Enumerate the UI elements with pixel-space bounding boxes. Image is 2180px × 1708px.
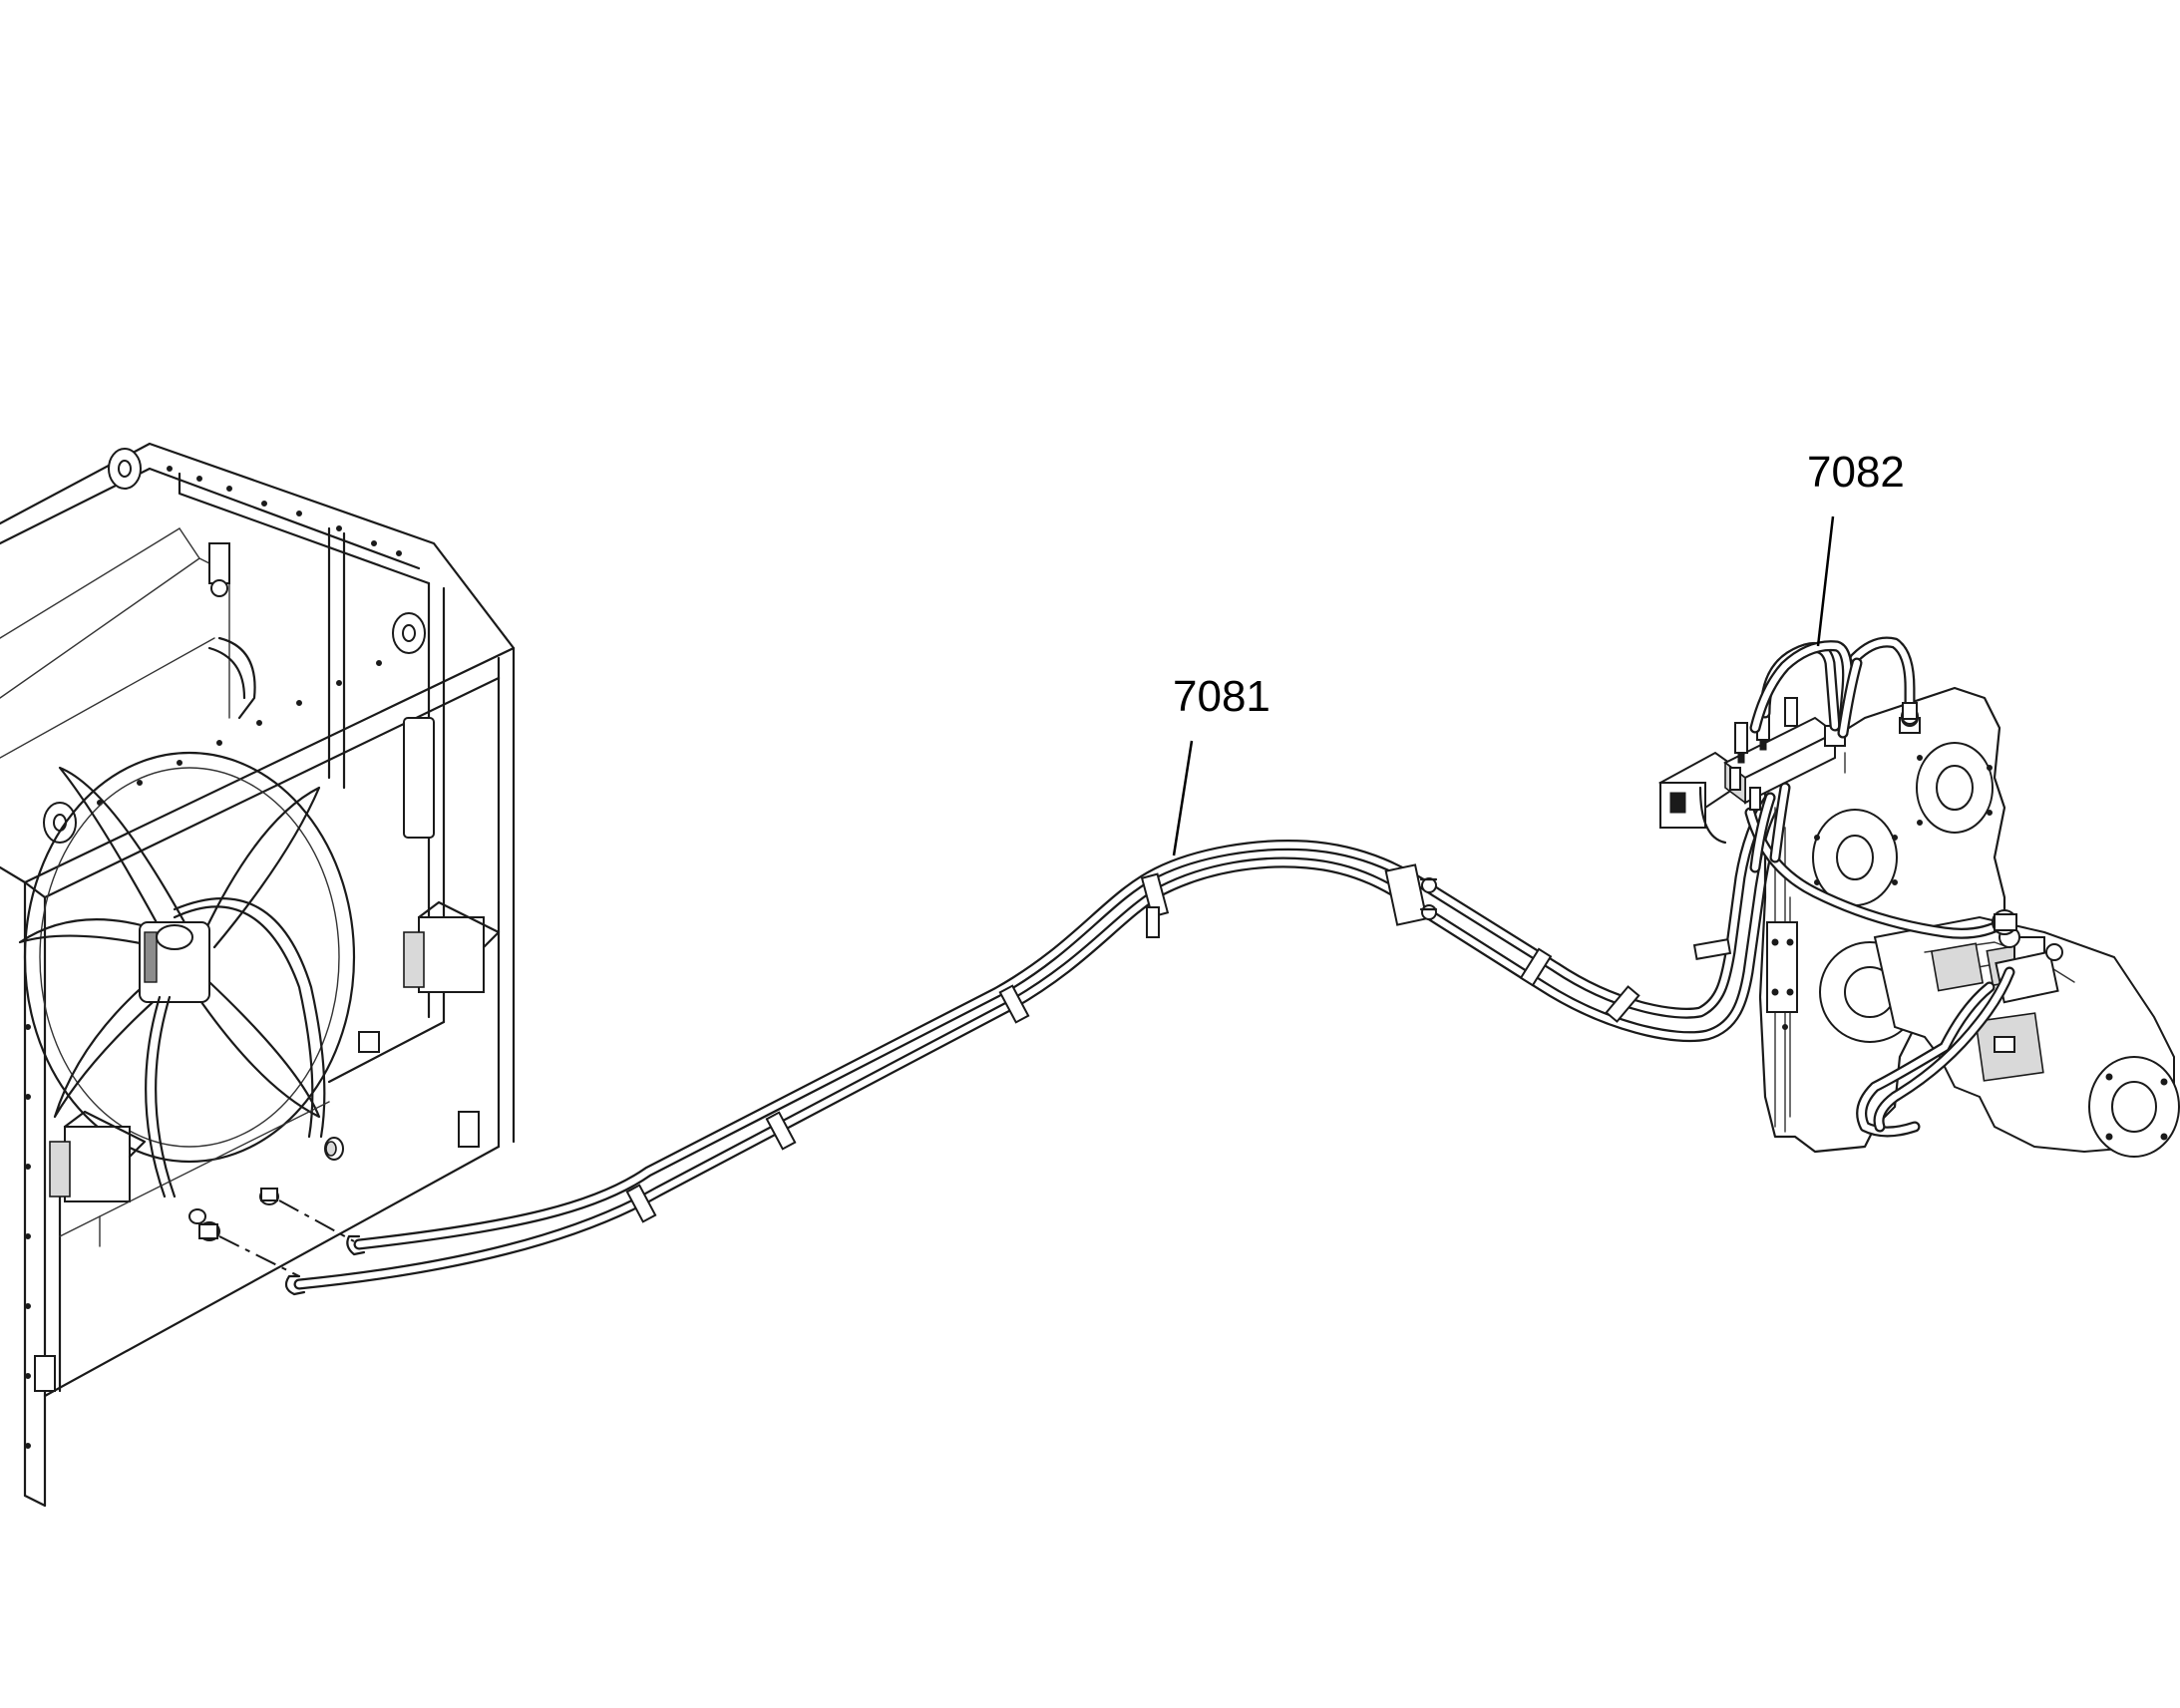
hose-clamp-5 — [1519, 947, 1553, 987]
center-line-upper — [278, 1199, 355, 1242]
callout-7082: 7082 — [1807, 448, 1905, 647]
gearbox-pump-assembly — [1744, 686, 2180, 1158]
hose-clamp-7 — [1692, 937, 1732, 961]
upper-bracket — [208, 542, 230, 584]
sensor-box-left — [64, 1126, 131, 1202]
cooler-frame-assembly — [0, 442, 516, 1508]
hose-assembly-7082 — [1657, 636, 1919, 873]
mount-block-2 — [34, 1355, 56, 1392]
cooler-port-fittings — [188, 1137, 355, 1277]
leader-line-7081 — [1172, 740, 1194, 856]
part-label-7081: 7081 — [1173, 672, 1271, 721]
mount-block-1 — [458, 1111, 480, 1148]
port-fitting-lower — [188, 1208, 206, 1224]
sensor-box-right — [418, 916, 485, 993]
valve-port-lower-2 — [1749, 787, 1761, 811]
leader-line-7082 — [1816, 515, 1835, 647]
hose-clamp-6 — [1605, 985, 1640, 1023]
hose-clamp-1 — [625, 1184, 657, 1223]
clamp-tab — [1146, 906, 1160, 938]
gearbox-side-plate — [1766, 921, 1798, 1013]
center-line-lower — [218, 1235, 300, 1277]
tank-right — [403, 717, 435, 839]
hose-clamp-2 — [765, 1111, 797, 1151]
hose-clamp-3 — [998, 984, 1030, 1024]
part-label-7082: 7082 — [1807, 448, 1905, 497]
valve-fitting-3 — [1784, 697, 1798, 727]
callout-7081: 7081 — [1172, 672, 1271, 856]
hose-clamp-4 — [1140, 872, 1170, 918]
hose-assembly-7081 — [284, 792, 1786, 1296]
valve-port-lower-1 — [1729, 767, 1741, 791]
fan-shroud — [23, 751, 356, 1164]
inline-fitting-block — [1384, 863, 1428, 926]
valve-fitting-1 — [1734, 722, 1748, 754]
